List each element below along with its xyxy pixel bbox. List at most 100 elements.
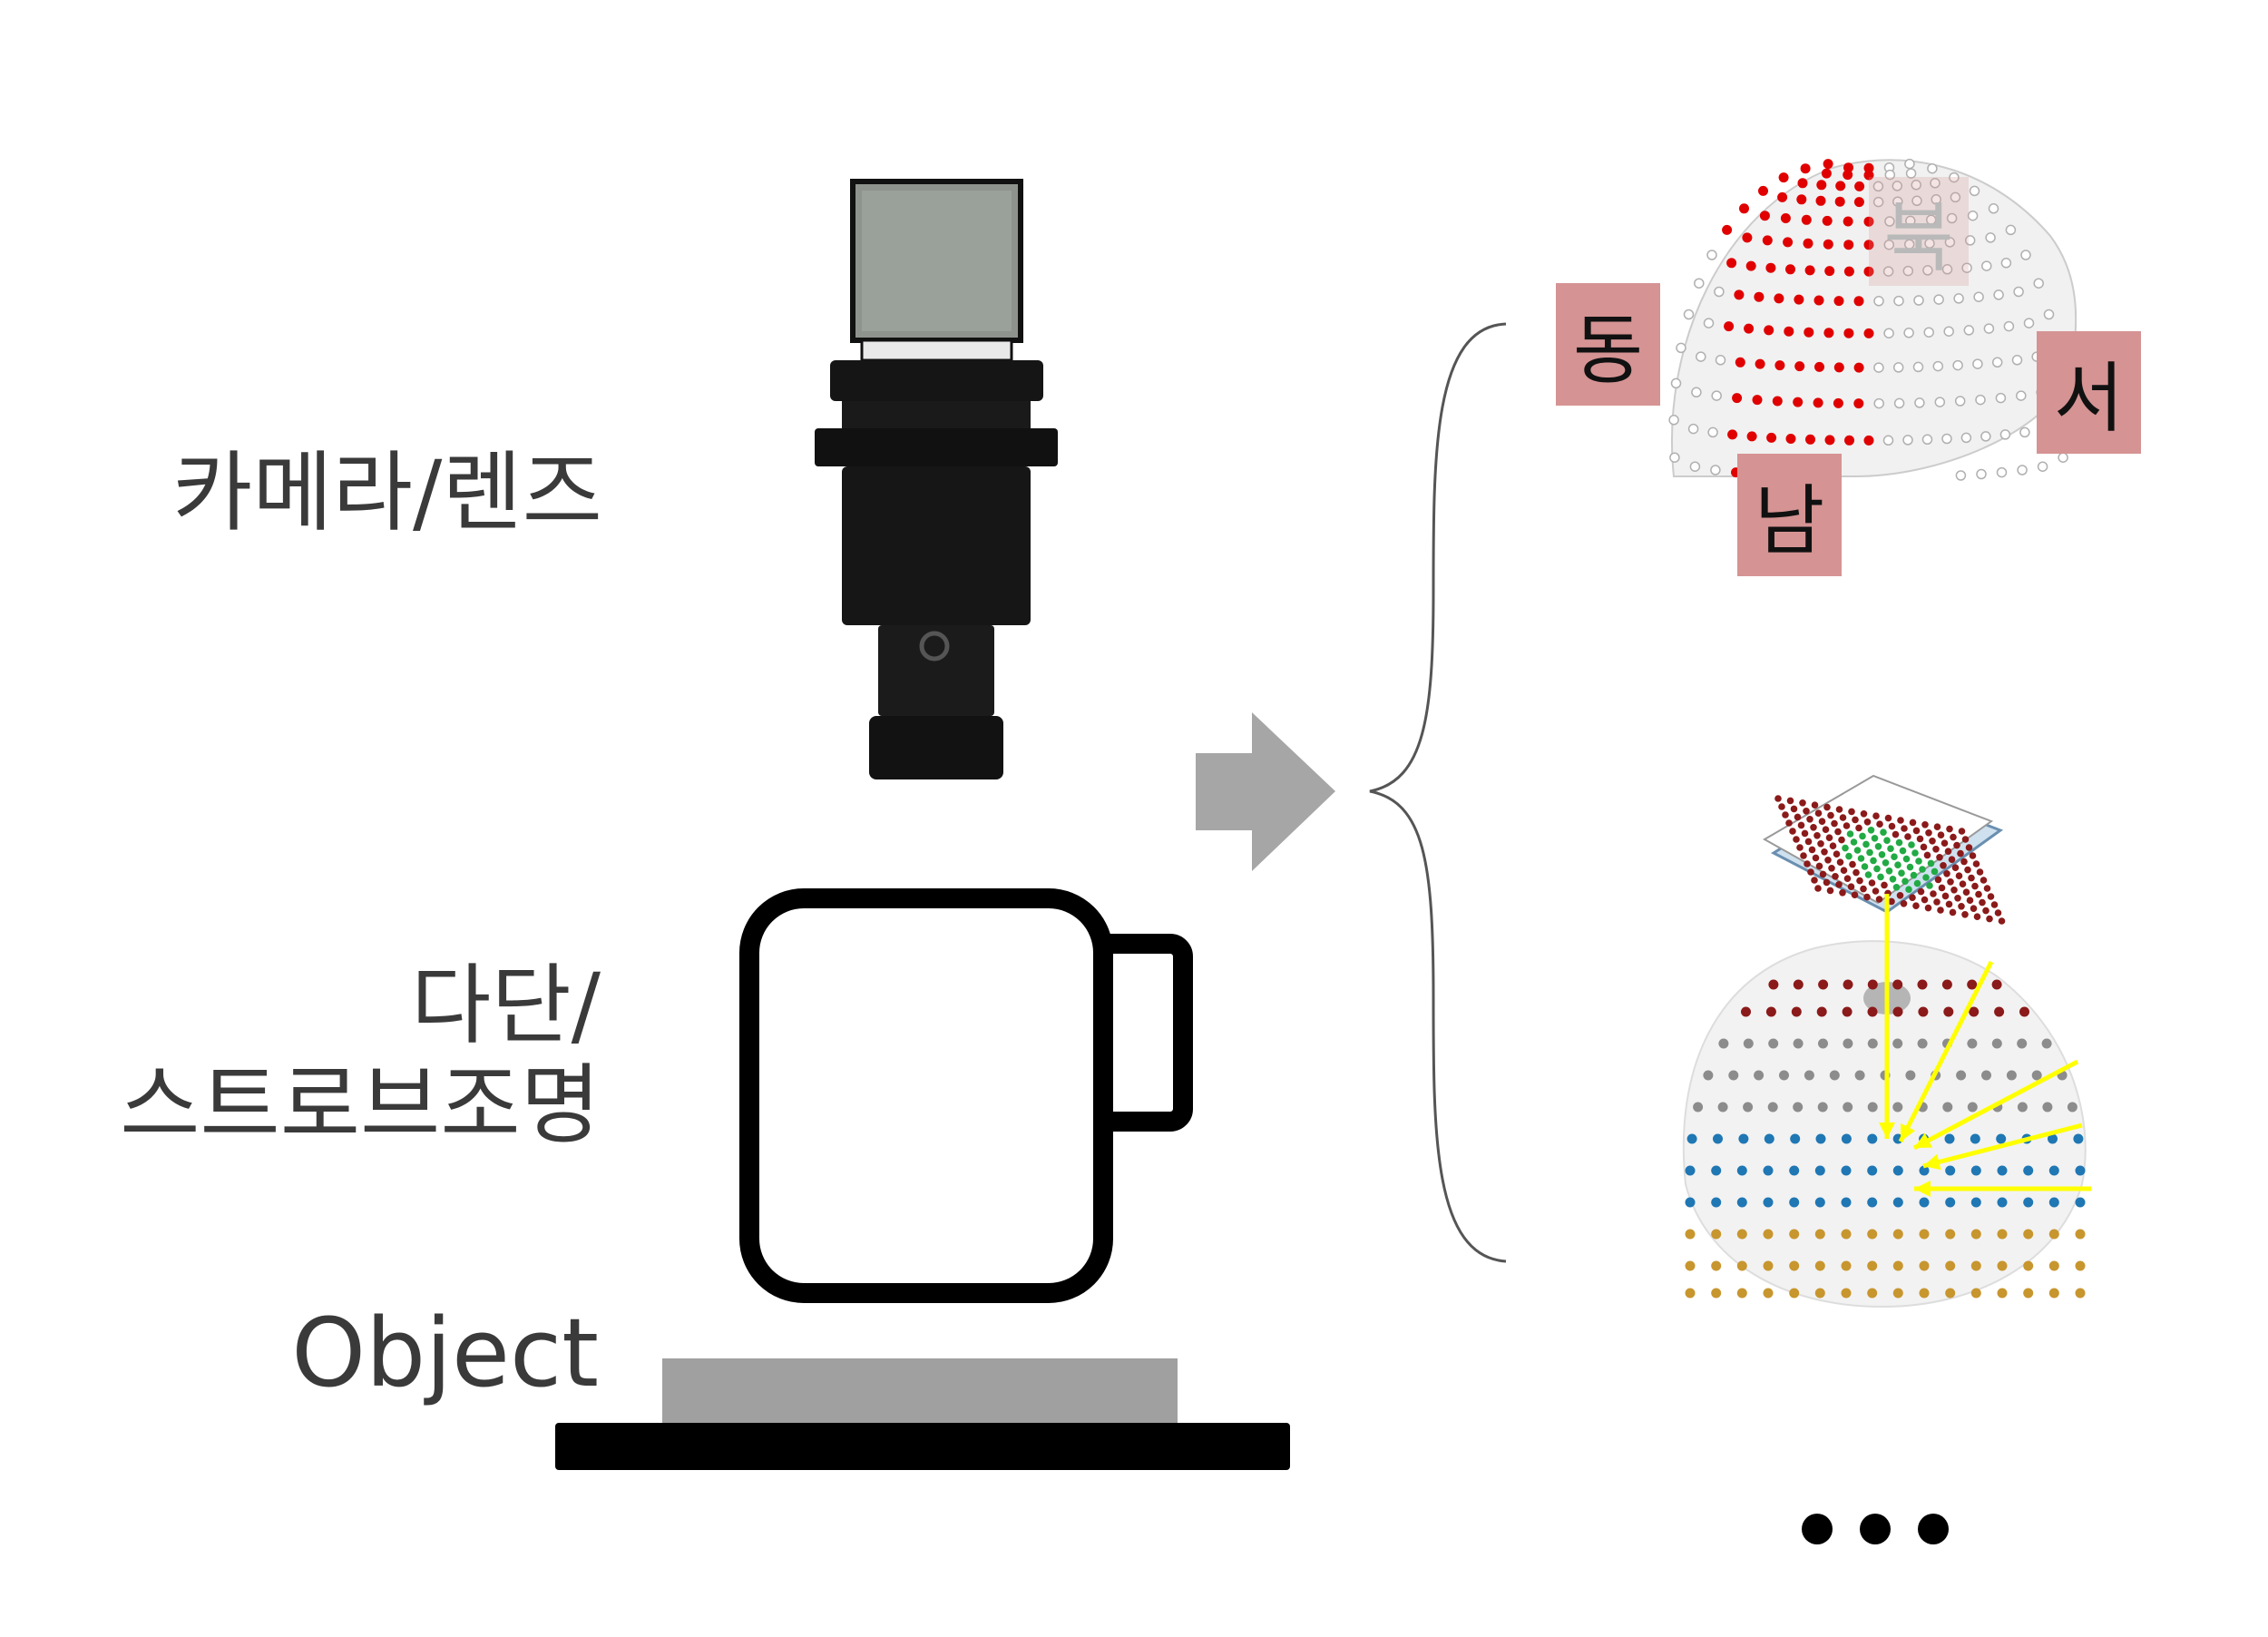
led-dot (1848, 808, 1855, 816)
led-dot (1970, 1288, 1981, 1299)
led-dot (1842, 844, 1849, 852)
led-dot (1960, 858, 1968, 866)
led-dot (1874, 843, 1882, 850)
led-dot (1685, 1197, 1696, 1208)
led-dot (1844, 435, 1854, 446)
led-dot (1988, 203, 1999, 214)
led-dot (1790, 805, 1798, 813)
led-dot (1863, 893, 1871, 901)
led-dot (1784, 326, 1794, 337)
led-dot (1762, 235, 1773, 246)
led-dot (2023, 1229, 2034, 1240)
led-dot (1931, 868, 1939, 876)
led-dot (1905, 1070, 1916, 1081)
led-dot (1925, 829, 1932, 837)
led-dot (1774, 293, 1784, 304)
led-dot (1981, 260, 1992, 271)
led-dot (1816, 180, 1827, 191)
led-dot (1813, 832, 1821, 839)
led-dot (1739, 203, 1749, 214)
led-dot (1979, 898, 1986, 907)
led-dot (1669, 452, 1680, 463)
led-dot (1765, 262, 1776, 273)
led-dot (1930, 890, 1937, 897)
led-dot (1867, 1229, 1878, 1240)
led-dot (1937, 831, 1945, 838)
led-dot (1766, 432, 1777, 443)
led-dot (1922, 265, 1933, 276)
led-dot (1789, 1165, 1800, 1176)
object-block (662, 1358, 1178, 1426)
led-dot (1878, 851, 1886, 858)
led-dot (1833, 850, 1841, 858)
led-dot (1833, 362, 1844, 373)
led-dot (1872, 181, 1884, 192)
led-dot (1824, 435, 1835, 446)
led-dot (1892, 196, 1903, 207)
led-dot (1876, 820, 1883, 828)
led-dot (1728, 1070, 1739, 1081)
led-dot (1944, 848, 1952, 855)
led-dot (1921, 821, 1929, 828)
led-dot (1933, 294, 1944, 305)
led-dot (1902, 435, 1913, 446)
led-dot (1882, 266, 1894, 277)
led-dot (1943, 326, 1954, 337)
led-dot (1793, 1038, 1804, 1049)
led-dot (2075, 1229, 2086, 1240)
direction-west-tag: 서 (2037, 331, 2141, 454)
led-dot (1670, 377, 1682, 389)
led-dot (1937, 907, 1944, 914)
led-dot (2011, 355, 2023, 366)
led-dot (1743, 1102, 1754, 1113)
led-dot (1925, 214, 1937, 226)
led-dot (2041, 1038, 2052, 1049)
led-dot (1852, 816, 1859, 824)
led-dot (1843, 216, 1853, 227)
led-dot (1754, 291, 1765, 302)
led-dot (1953, 841, 1960, 849)
led-dot (1911, 195, 1922, 207)
led-dot (1833, 296, 1844, 307)
led-dot (1972, 358, 1983, 369)
led-dot (1804, 838, 1813, 846)
led-dot (1793, 1102, 1804, 1113)
led-dot (1843, 266, 1854, 277)
led-dot (1840, 867, 1848, 874)
led-dot (1996, 1133, 2007, 1144)
led-dot (1821, 848, 1828, 856)
led-dot (1689, 461, 1701, 472)
led-dot (1772, 396, 1783, 407)
led-dot (1970, 1197, 1981, 1208)
led-dot (1867, 827, 1875, 834)
led-dot (1744, 323, 1755, 334)
led-dot (1991, 979, 2002, 990)
led-dot (1863, 266, 1874, 277)
light-ray-head (1914, 1181, 1931, 1197)
light-ray (1922, 1122, 2083, 1169)
led-dot (1964, 866, 1971, 874)
led-dot (2048, 1133, 2058, 1144)
led-dot (1994, 909, 2002, 917)
led-dot (1847, 883, 1855, 890)
led-dot (1823, 159, 1833, 170)
led-dot (1843, 170, 1853, 181)
led-dot (1843, 1102, 1853, 1113)
led-dot (1803, 808, 1810, 815)
led-dot (1860, 810, 1868, 818)
led-dot (1806, 816, 1813, 823)
led-dot (1814, 1165, 1825, 1176)
led-dot (1814, 885, 1822, 892)
led-dot (1839, 814, 1847, 821)
lighting-label-line2: 스트로브조명 (120, 1054, 601, 1156)
led-dot (1707, 426, 1718, 438)
led-dot (1685, 1229, 1696, 1240)
led-dot (1734, 289, 1745, 300)
led-dot (1882, 435, 1894, 446)
direction-north-tag: 북 (1869, 177, 1969, 286)
led-dot (1829, 1070, 1840, 1081)
led-dot (1867, 1288, 1878, 1299)
led-dot (1891, 853, 1898, 860)
led-dot (2043, 309, 2055, 320)
led-dot (1892, 1006, 1903, 1017)
